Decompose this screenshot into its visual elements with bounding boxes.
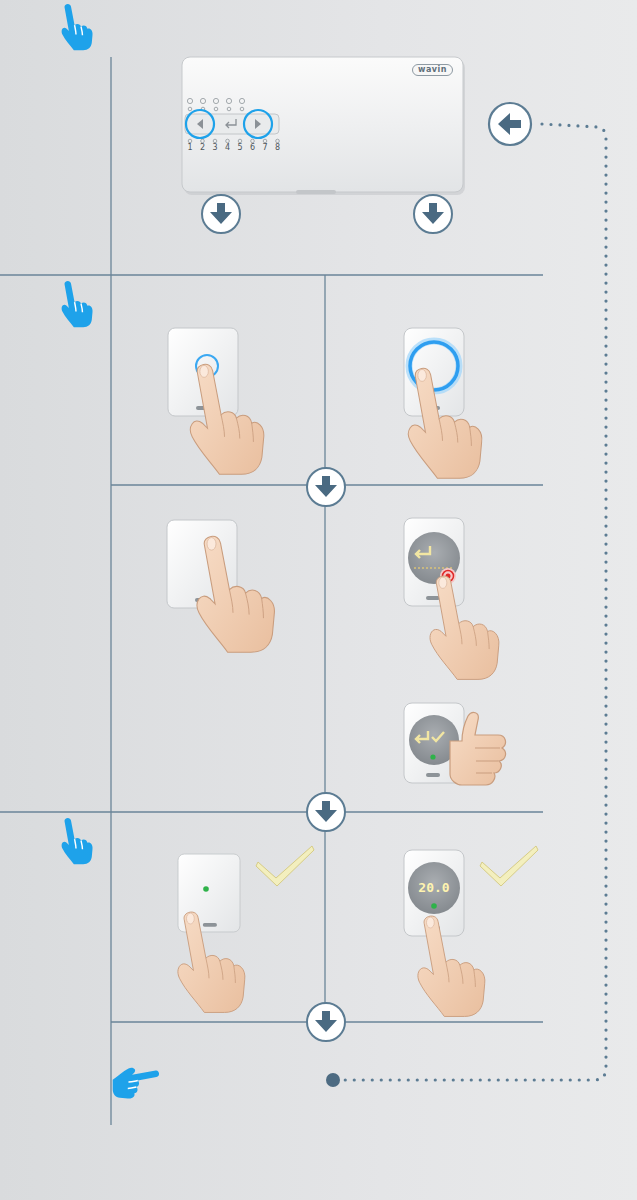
base-unit-part-part [200,98,205,103]
thermostat-hold [404,518,499,679]
step-hand-icon-part [62,818,93,864]
base-unit-part [244,110,272,138]
base-unit-panel: wavin 12345678 [182,57,463,192]
zone-number: 8 [275,144,280,152]
base-unit-part-part [188,107,192,111]
base-unit-part [186,110,214,138]
step-hand-icon [62,4,159,1099]
base-unit-part [226,119,236,128]
step-hand-icon-part [62,4,93,50]
thermostat-confirm-part [475,748,500,773]
base-unit-part [197,119,203,129]
sensor-ok-part [203,886,209,892]
base-unit-part [188,139,279,143]
grid-lines-part [0,811,543,812]
base-unit-part-part [227,107,231,111]
step-hand-icon-part [62,281,93,327]
base-unit-part-part [187,98,192,103]
thermostat-confirm-part [432,732,444,741]
base-unit-part-part [213,139,217,143]
base-unit-part-part [251,139,255,143]
base-unit-part-part [238,139,242,143]
base-unit-part-part [226,98,231,103]
thermostat-ok-part [480,846,538,886]
zone-number: 1 [187,144,192,152]
grid-lines [0,57,543,1125]
brand-logo: wavin [412,64,453,76]
zone-number: 4 [225,144,230,152]
sensor-hold-part [197,536,274,652]
return-loop [326,103,606,1087]
base-unit-part-part [239,98,244,103]
flow-arrow-part [307,1003,345,1041]
base-unit-part-part [240,107,244,111]
thermostat-ok-part [431,903,437,909]
thermostat-press-part [408,368,481,478]
sensor-press-part [190,364,263,474]
base-unit-part-part [214,107,218,111]
thermostat-hold-part [426,596,440,600]
return-loop-part [326,1073,340,1087]
thermostat-ok [404,846,538,1016]
sensor-press [168,328,264,474]
base-unit-part [182,57,463,192]
sensor-ok [178,846,314,1012]
zone-number: 2 [200,144,205,152]
thermostat-confirm-part [416,731,428,743]
step-hand-icon-part [113,1068,159,1099]
thermostat-confirm-part [426,773,440,777]
sensor-ok-part [178,912,245,1012]
grid-lines-part [0,274,543,275]
return-loop-part [342,124,606,1080]
thermostat-hold-part [430,576,499,679]
base-unit-part [185,114,279,134]
grid-lines-part [324,275,325,1022]
base-unit [182,57,465,195]
return-loop-part [489,103,531,145]
thermostat-confirm-part [430,754,435,759]
zone-number: 6 [250,144,255,152]
base-unit-part-part [263,139,267,143]
thermostat-hold-part [404,518,464,606]
sensor-ok-part [256,846,314,886]
thermostat-ok-part [418,916,485,1016]
base-unit-part-part [226,139,230,143]
base-unit-part [255,119,261,129]
return-loop-part [498,113,521,135]
flow-arrow-part [202,195,240,233]
thermostat-ok-part [408,862,460,914]
flow-arrow-part [414,195,452,233]
thermostat-display: 20.0 [416,880,452,895]
base-unit-part-part [213,98,218,103]
base-unit-part [187,98,244,110]
thermostat-confirm [404,703,506,785]
thermostat-hold-part [408,532,460,584]
base-unit-part-part [188,139,192,143]
base-unit-part-part [276,139,280,143]
zone-number: 5 [237,144,242,152]
grid-lines-part [110,57,111,1125]
temperature-reading: 20.0 [418,881,449,894]
thermostat-hold-part [416,546,430,558]
base-unit-part-part [201,139,205,143]
base-unit-part [296,190,336,194]
sensor-hold [167,520,274,652]
zone-number: 7 [262,144,267,152]
thermostat-press [404,328,482,478]
flow-arrow-part [307,793,345,831]
flow-arrow-part [307,468,345,506]
zone-number: 3 [212,144,217,152]
thermostat-confirm-part [450,713,506,785]
